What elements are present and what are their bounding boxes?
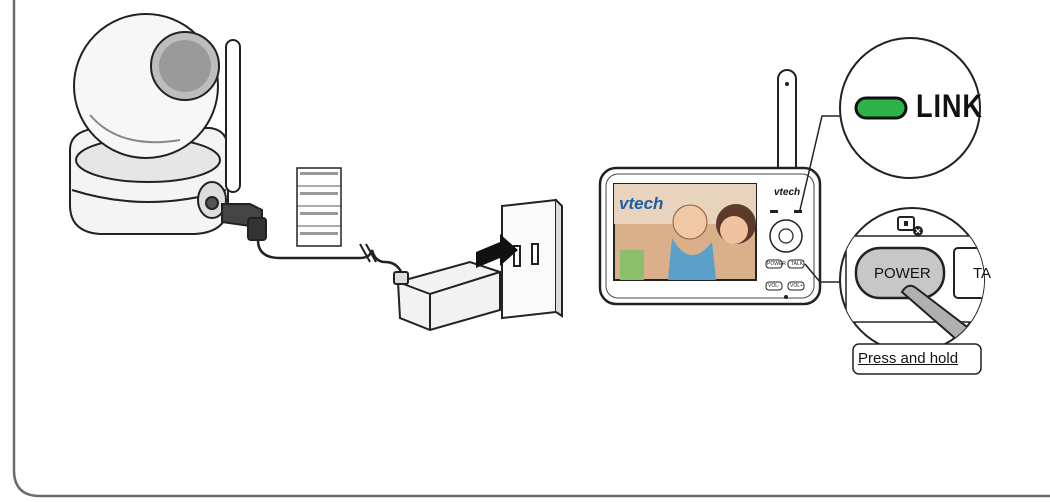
wall-outlet bbox=[502, 200, 562, 318]
monitor-vol-up-label: VOL+ bbox=[790, 283, 803, 289]
vtech-bezel-logo: vtech bbox=[774, 187, 800, 198]
camera-plug bbox=[222, 204, 266, 240]
camera-unit bbox=[70, 14, 228, 234]
talk-button-label: TA bbox=[973, 265, 991, 282]
monitor-vol-down-label: VOL- bbox=[768, 283, 780, 289]
monitor-power-key-label: POWER bbox=[767, 261, 786, 267]
link-led bbox=[856, 98, 906, 118]
cable-label-tag bbox=[297, 168, 341, 246]
antenna bbox=[226, 40, 240, 192]
power-button-label: POWER bbox=[874, 265, 931, 282]
vtech-screen-logo: vtech bbox=[619, 194, 663, 214]
press-and-hold-text: Press and hold bbox=[858, 350, 958, 367]
power-adapter bbox=[394, 262, 500, 330]
link-label: LINK bbox=[916, 88, 983, 125]
monitor-talk-key-label: TALK bbox=[791, 261, 803, 267]
